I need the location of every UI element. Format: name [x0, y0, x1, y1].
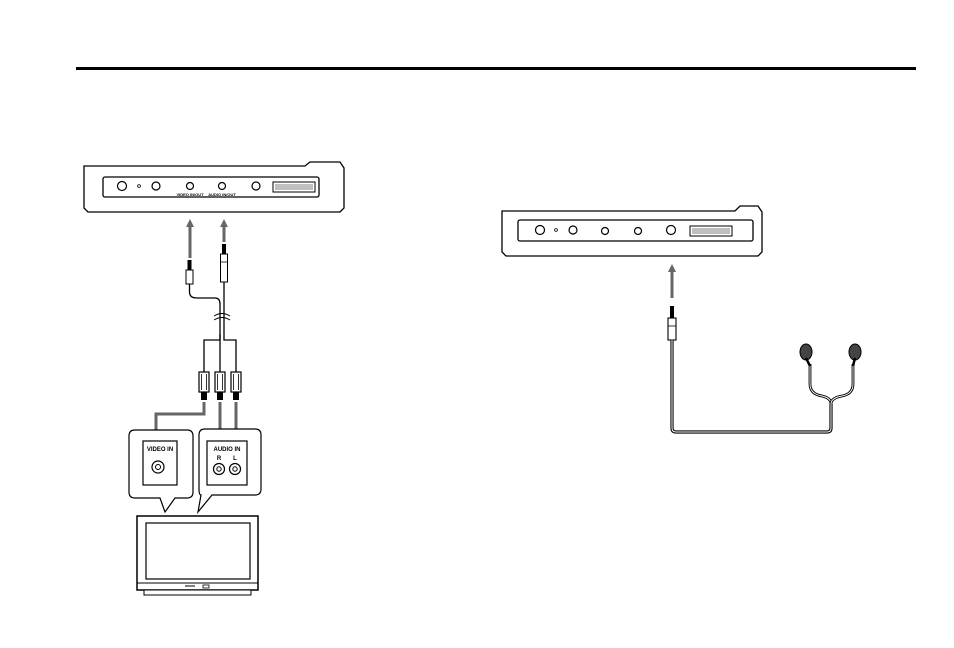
earbud-left-icon: [800, 344, 812, 366]
tv-icon: [137, 516, 258, 595]
headphone-plug: [668, 306, 676, 340]
mini-plug-video: [186, 260, 193, 284]
audio-right-label: R: [217, 456, 222, 462]
dvd-player-right: [502, 206, 762, 256]
video-jack-label: VIDEO IN/OUT: [176, 192, 204, 197]
mini-plug-audio: [221, 244, 228, 282]
headphone-connection-diagram: [502, 206, 861, 432]
dvd-player-left: VIDEO IN/OUT AUDIO IN/OUT: [84, 162, 344, 212]
audio-left-label: L: [233, 456, 237, 462]
video-in-label: VIDEO IN: [147, 447, 173, 453]
rca-plug-video: [199, 372, 209, 400]
earbud-right-icon: [849, 344, 861, 366]
rca-plug-audio-right: [215, 372, 225, 400]
audio-jack-label: AUDIO IN/OUT: [208, 192, 236, 197]
audio-in-label: AUDIO IN: [214, 447, 241, 453]
tv-video-in-callout: VIDEO IN: [129, 430, 193, 512]
tv-audio-in-callout: AUDIO IN R L: [198, 429, 261, 512]
rca-plug-audio-left: [231, 372, 241, 400]
tv-connection-diagram: VIDEO IN/OUT AUDIO IN/OUT: [84, 162, 344, 595]
